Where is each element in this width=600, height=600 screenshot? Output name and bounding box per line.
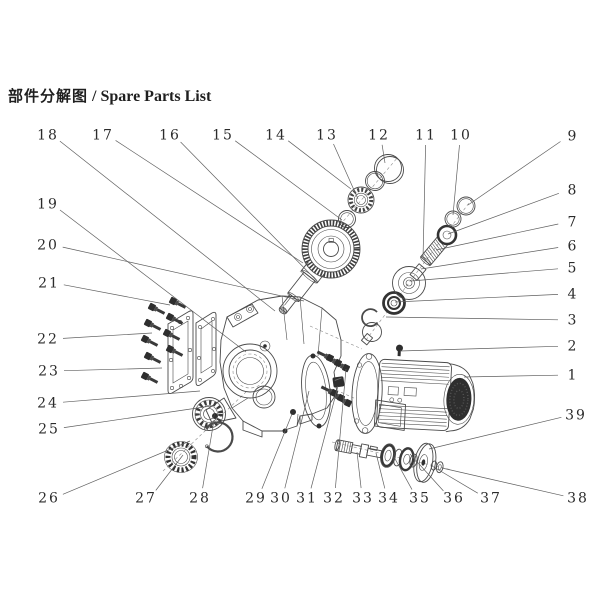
callout-leader-line: [63, 284, 171, 306]
callout-number: 12: [368, 128, 390, 144]
callout-leader-line: [435, 223, 559, 251]
callout-leader-line: [155, 454, 184, 491]
cover-gasket-drawing: [195, 311, 217, 387]
callout-number: 33: [352, 491, 374, 507]
callout-number: 2: [568, 339, 579, 355]
callout-leader-line: [333, 143, 359, 200]
callout-leader-line: [431, 465, 478, 494]
callout-number: 19: [37, 197, 59, 213]
side-cover-plate-drawing: [167, 310, 194, 395]
callout-leader-line: [452, 144, 460, 216]
callout-number: 20: [37, 238, 59, 254]
callout-number: 14: [265, 128, 287, 144]
callout-number: 13: [316, 128, 338, 144]
callout-number: 6: [568, 239, 579, 255]
callout-leader-line: [410, 268, 559, 282]
callout-number: 37: [480, 491, 502, 507]
callout-number: 8: [568, 183, 579, 199]
page-title-chinese: 部件分解图: [8, 87, 89, 105]
callout-number: 11: [415, 128, 437, 144]
callout-number: 35: [409, 491, 431, 507]
callout-leader-line: [385, 316, 559, 321]
callout-number: 24: [37, 396, 59, 412]
callout-leader-line: [63, 367, 163, 372]
rotor-shaft-assembly-drawing: [334, 439, 444, 483]
callout-leader-line: [59, 140, 276, 312]
callout-leader-line: [261, 413, 293, 489]
callout-number: 15: [212, 128, 234, 144]
callout-leader-line: [467, 141, 561, 206]
callout-leader-line: [310, 385, 339, 489]
wheel-bearing-and-rings-drawing: [338, 154, 404, 228]
worm-wheel-gear-drawing: [301, 219, 361, 279]
callout-leader-line: [59, 209, 247, 353]
callout-number: 38: [567, 491, 589, 507]
callout-leader-line: [381, 144, 386, 164]
callout-leader-line: [463, 374, 559, 378]
callout-leader-line: [63, 405, 212, 428]
callout-leader-line: [399, 345, 559, 352]
output-bearing-set-drawing: [164, 397, 234, 473]
electric-motor-drawing: [351, 344, 476, 434]
callout-leader-line: [234, 140, 343, 221]
callout-leader-line: [180, 141, 318, 282]
callout-leader-line: [284, 390, 310, 489]
callout-leader-line: [62, 246, 305, 302]
callout-layer: 1234567891011121314151617181920212223242…: [37, 128, 589, 507]
callout-number: 31: [296, 491, 318, 507]
callout-number: 39: [565, 408, 587, 424]
callout-number: 9: [568, 129, 579, 145]
gearbox-housing-drawing: [205, 295, 342, 438]
callout-leader-line: [356, 451, 362, 489]
callout-leader-line: [428, 416, 562, 450]
callout-number: 34: [378, 491, 400, 507]
callout-leader-line: [62, 440, 191, 495]
callout-leader-line: [115, 140, 304, 264]
callout-number: 23: [38, 364, 60, 380]
callout-number: 32: [323, 491, 345, 507]
callout-number: 4: [568, 287, 579, 303]
callout-leader-line: [335, 368, 347, 489]
callout-leader-line: [447, 192, 560, 235]
callout-number: 5: [568, 261, 579, 277]
callout-number: 17: [92, 128, 114, 144]
flange-bolts-and-key-drawing: [315, 348, 353, 408]
callout-leader-line: [287, 140, 352, 190]
page-title-english: / Spare Parts List: [88, 88, 212, 105]
callout-number: 22: [37, 332, 59, 348]
callout-leader-line: [375, 452, 386, 489]
callout-leader-line: [409, 453, 444, 492]
callout-number: 36: [443, 491, 465, 507]
callout-number: 21: [38, 276, 60, 292]
callout-number: 28: [189, 491, 211, 507]
callout-leader-line: [202, 419, 215, 489]
cover-bolts-drawing: [140, 296, 188, 386]
callout-leader-line: [422, 144, 426, 260]
callout-number: 27: [135, 491, 157, 507]
axis-construction-lines: [162, 156, 473, 472]
callout-number: 29: [245, 491, 267, 507]
callout-leader-line: [394, 294, 559, 303]
page-title: 部件分解图 / Spare Parts List: [8, 85, 211, 106]
callout-leader-line: [441, 467, 564, 497]
callout-leader-line: [420, 247, 559, 270]
callout-number: 16: [159, 128, 181, 144]
callout-number: 18: [37, 128, 59, 144]
callout-leader-line: [62, 390, 201, 403]
callout-number: 7: [568, 215, 579, 231]
callout-number: 3: [568, 313, 579, 329]
callout-number: 25: [38, 422, 60, 438]
callout-number: 1: [568, 368, 579, 384]
callout-number: 30: [270, 491, 292, 507]
callout-leader-line: [62, 332, 153, 339]
worm-shaft-assembly-drawing: [361, 196, 476, 346]
callout-number: 26: [38, 491, 60, 507]
callout-leader-line: [393, 456, 413, 490]
callout-number: 10: [450, 128, 472, 144]
